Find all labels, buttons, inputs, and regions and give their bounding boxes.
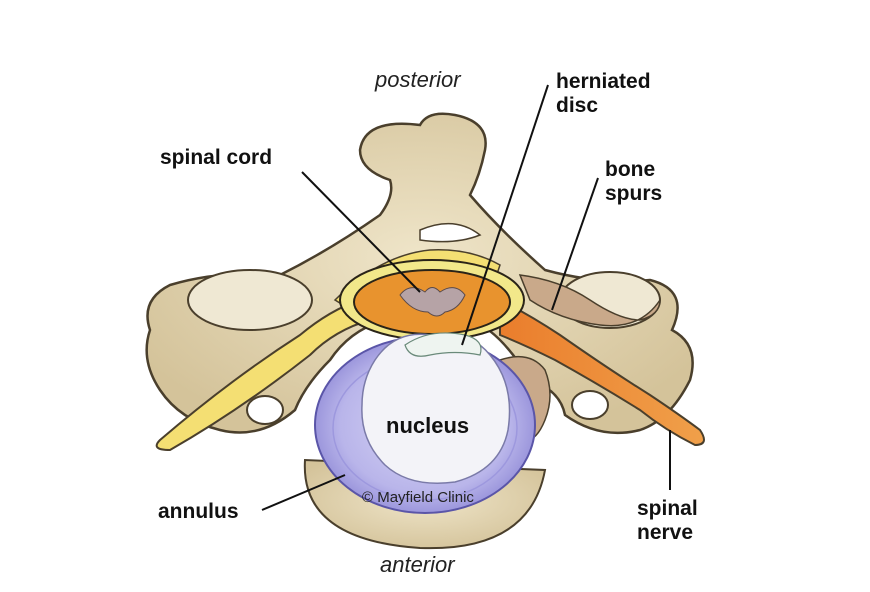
label-bone-spurs-line2: spurs: [605, 182, 663, 205]
bone-spurs-upper: [518, 274, 661, 327]
compressed-spinal-nerve: [499, 298, 705, 447]
left-transverse-foramen: [246, 395, 284, 425]
label-nucleus: nucleus: [386, 413, 470, 438]
label-spinal-nerve-line1: spinal: [637, 497, 698, 520]
left-spinal-nerve: [155, 298, 372, 452]
label-spinal-nerve-line2: nerve: [637, 521, 694, 544]
leader-bone-spurs: [551, 177, 599, 311]
right-transverse-foramen: [571, 390, 609, 420]
orientation-posterior: posterior: [375, 67, 461, 92]
spinal-canal: [419, 222, 482, 243]
label-annulus: annulus: [158, 500, 239, 523]
label-bone-spurs-line1: bone: [605, 158, 656, 181]
copyright-notice: © Mayfield Clinic: [362, 489, 474, 506]
orientation-anterior: anterior: [380, 552, 455, 577]
leader-spinal-cord: [301, 171, 421, 293]
leader-herniated-disc: [461, 84, 549, 346]
label-spinal-cord: spinal cord: [160, 146, 273, 169]
left-facet-joint: [187, 269, 313, 331]
herniated-disc: [404, 332, 482, 357]
nucleus: [361, 333, 511, 484]
leader-annulus: [261, 474, 346, 511]
label-herniated-disc-line1: herniated: [556, 70, 651, 93]
label-herniated-disc-line2: disc: [556, 94, 599, 117]
spinal-cord-grey-matter: [399, 287, 466, 317]
